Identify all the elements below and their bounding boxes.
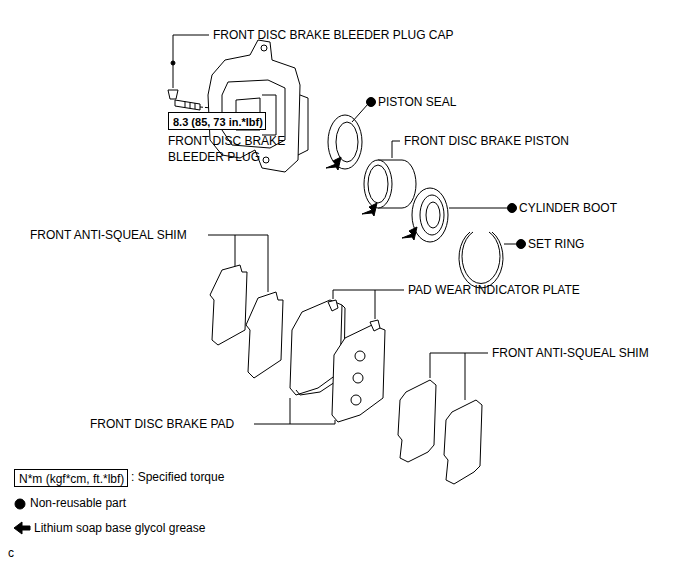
box-text: 8.3 (85, 73 in.*lbf) (173, 115, 261, 129)
leader-line (430, 353, 488, 378)
part-name: FRONT DISC BRAKE BLEEDER PLUG (168, 133, 288, 165)
leader-line (208, 235, 268, 236)
box-text: N*m (kgf*cm, ft.*lbf) (19, 472, 123, 486)
grease-arrow (362, 203, 377, 216)
leader-line (235, 235, 236, 268)
leader-line (173, 35, 209, 88)
unit-box: N*m (kgf*cm, ft.*lbf) (14, 469, 128, 487)
figure-code: c (8, 546, 14, 560)
part-name: SET RING (528, 237, 584, 251)
brake-pad (332, 325, 385, 422)
torque-box: 8.3 (85, 73 in.*lbf) (168, 112, 266, 130)
leader-line (375, 290, 376, 319)
non-reusable-mark (367, 98, 376, 107)
grease-arrow (402, 227, 417, 240)
leader-line (504, 244, 516, 245)
part-name: FRONT DISC BRAKE PAD (90, 417, 234, 431)
set-ring (459, 232, 503, 288)
part-name: FRONT DISC BRAKE PISTON (404, 134, 569, 148)
leader-line (268, 235, 269, 292)
leader-dot (171, 61, 175, 65)
part-name: FRONT ANTI-SQUEAL SHIM (30, 228, 187, 242)
grease-arrow (14, 522, 30, 534)
legend-text: Lithium soap base glycol grease (34, 521, 205, 535)
legend-text: Non-reusable part (30, 496, 126, 510)
non-reusable-mark (517, 240, 526, 249)
leader-line (392, 141, 400, 158)
part-name: FRONT DISC BRAKE BLEEDER PLUG CAP (213, 28, 454, 42)
grease-arrow (326, 157, 341, 170)
leader-line (335, 420, 336, 424)
wear-indicator (328, 300, 338, 311)
leader-line (290, 424, 335, 425)
anti-squeal-shim (444, 400, 482, 484)
leader-line (254, 398, 290, 424)
non-reusable-mark (508, 204, 517, 213)
leader-line (352, 104, 368, 122)
wear-indicator (370, 320, 380, 331)
legend-text: : Specified torque (131, 470, 224, 484)
piston (364, 160, 416, 208)
leader-line (333, 290, 404, 299)
part-name: CYLINDER BOOT (519, 201, 617, 215)
part-name: FRONT ANTI-SQUEAL SHIM (492, 346, 649, 360)
non-reusable-mark (15, 499, 25, 509)
anti-squeal-shim (246, 292, 283, 378)
set-ring (462, 232, 500, 283)
bleeder-cap (168, 90, 178, 99)
bleeder-plug (175, 100, 212, 110)
part-name: PISTON SEAL (378, 95, 456, 109)
anti-squeal-shim (398, 380, 436, 462)
anti-squeal-shim (210, 265, 247, 345)
leader-line (449, 208, 507, 209)
cylinder-boot (412, 188, 448, 242)
leader-line (465, 353, 466, 400)
part-name: PAD WEAR INDICATOR PLATE (408, 283, 580, 297)
